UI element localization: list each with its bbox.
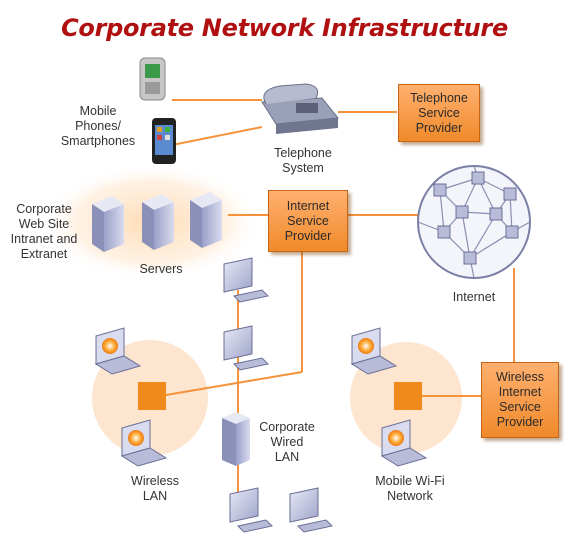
corporate-wired-lan-label: Corporate Wired LAN [252,420,322,465]
server-icon-3 [190,192,222,248]
node-label: Telephone [410,90,468,105]
servers-label: Servers [139,262,183,276]
label-line: Web Site [18,217,70,231]
node-label: Internet [286,198,330,213]
server-icon-2 [142,194,174,250]
corporate-web-site-label: Corporate Web Site Intranet and Extranet [4,202,84,262]
diagram-title: Corporate Network Infrastructure [61,14,508,42]
telephone-system-label: Telephone System [258,146,348,176]
laptop-icon-4 [380,419,428,467]
laptop-icon-1 [94,327,142,375]
node-label: Service [499,400,541,414]
mobile-wifi-network-label: Mobile Wi-Fi Network [360,474,460,504]
node-label: Wireless [496,370,544,384]
node-label: Provider [415,120,463,135]
internet-label: Internet [452,290,496,304]
label-line: System [282,161,324,175]
desktop-computer-icon-1 [223,257,270,303]
desktop-computer-icon-2 [223,325,270,371]
label-line: LAN [142,489,168,503]
node-label: Provider [284,228,332,243]
server-icon-1 [92,196,124,252]
telephone-icon [261,83,339,134]
label-line: Mobile [79,104,117,118]
label-line: Phones/ [75,119,121,133]
label-line: Intranet and [10,232,78,246]
laptop-icon-2 [120,419,168,467]
label-line: Extranet [20,247,68,261]
laptop-icon-3 [350,327,398,375]
label-line: Mobile Wi-Fi [375,474,445,488]
node-label: Service [418,105,460,120]
internet-globe-icon [417,165,531,279]
label-line: Corporate [259,420,315,434]
mobile-phones-label: Mobile Phones/ Smartphones [58,104,138,149]
label-line: LAN [274,450,300,464]
node-label: Internet [498,385,542,399]
wifi-access-point-icon [394,382,422,410]
node-label: Provider [496,415,544,429]
smartphone-icon [152,118,176,164]
desktop-computer-icon-4 [289,487,334,533]
label-line: Network [387,489,433,503]
label-line: Corporate [16,202,72,216]
label-line: Wireless [131,474,179,488]
label-line: Telephone [274,146,332,160]
node-label: Service [287,213,329,228]
label-line: Smartphones [60,134,136,148]
mobile-phone-icon [139,57,166,101]
desktop-computer-icon-3 [229,487,274,533]
tower-computer-icon [222,412,250,466]
wireless-access-point-icon [138,382,166,410]
wireless-lan-label: Wireless LAN [120,474,190,504]
label-line: Wired [270,435,304,449]
